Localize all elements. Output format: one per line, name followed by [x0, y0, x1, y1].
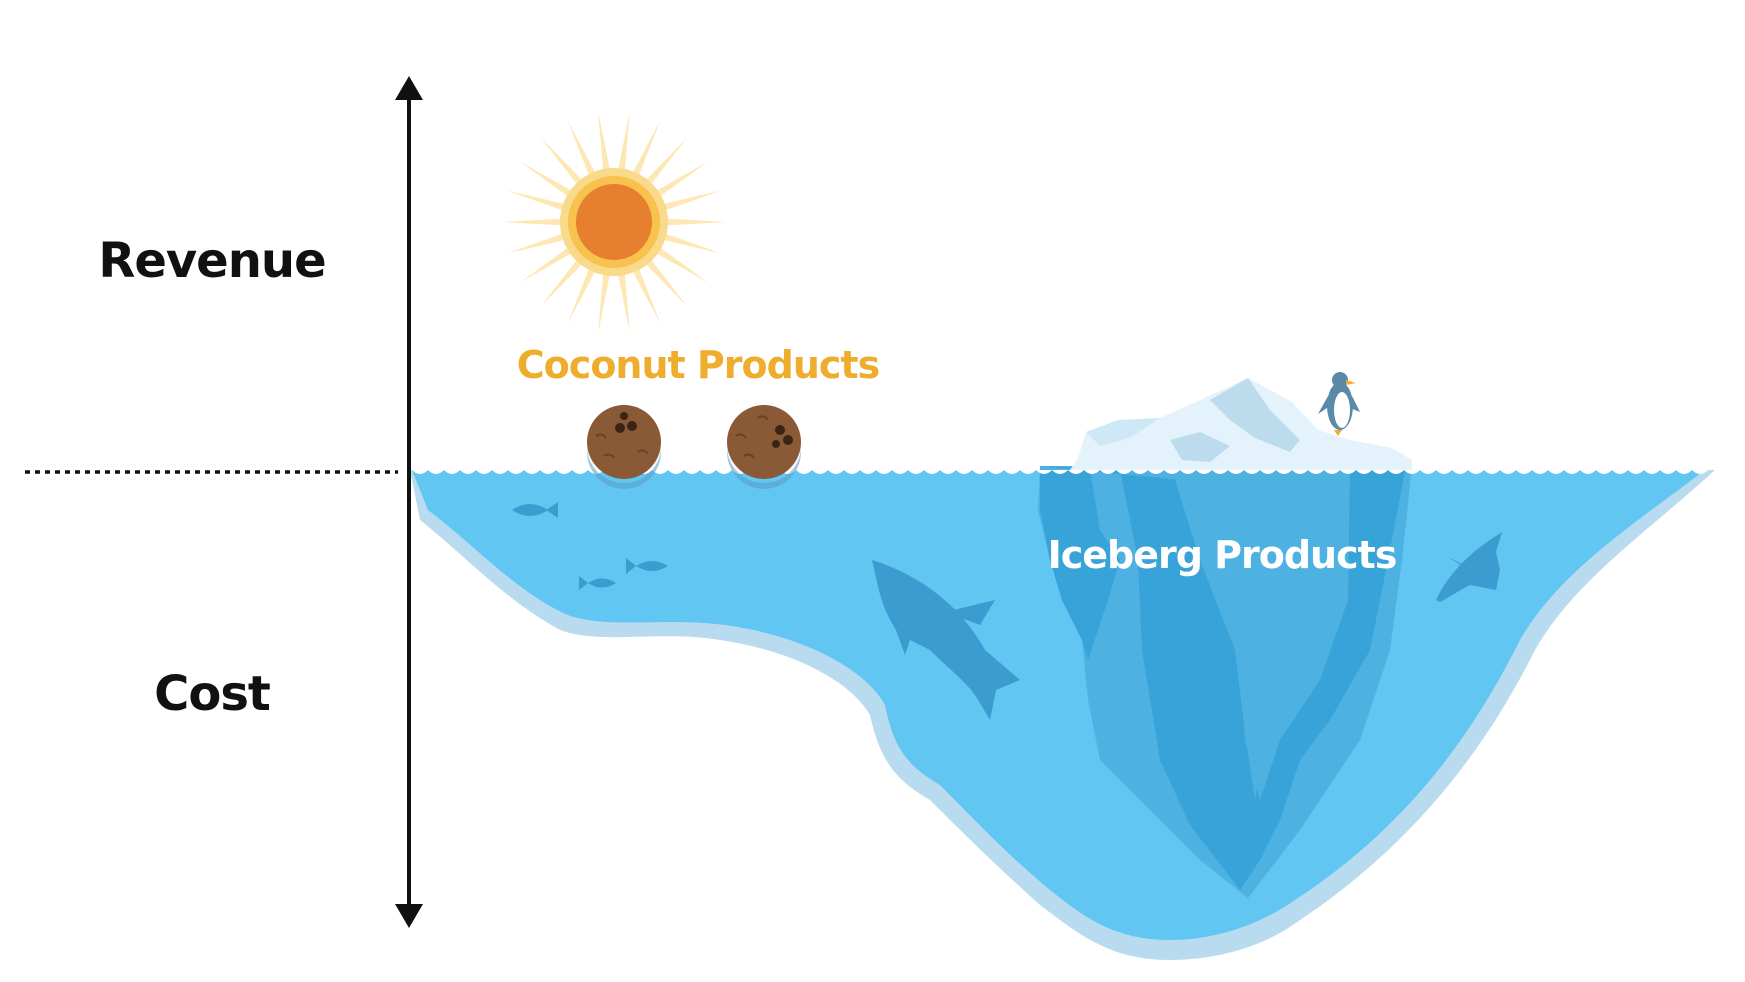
coconut-products-label: Coconut Products [517, 343, 879, 387]
sun-ray [631, 120, 661, 179]
sun-ray [519, 246, 574, 283]
sun-icon [502, 111, 726, 333]
sun-ray [506, 232, 568, 254]
sun-ray [617, 111, 630, 174]
arrow-down-icon [395, 904, 423, 928]
iceberg-products-label: Iceberg Products [1048, 533, 1397, 577]
swimming-penguin-icon [1436, 532, 1502, 602]
sun-ray [506, 190, 568, 212]
sun-ray [660, 232, 722, 254]
cost-label: Cost [154, 666, 270, 722]
revenue-label: Revenue [98, 233, 325, 289]
fish-icon [626, 558, 668, 574]
sun-ray [663, 218, 726, 226]
shark-icon [872, 560, 1020, 720]
sun-ray [519, 161, 574, 198]
sun-ray [540, 257, 584, 307]
arrow-up-icon [395, 76, 423, 100]
fish-icon [579, 576, 616, 590]
sun-ray [567, 265, 597, 324]
sun-ray [617, 270, 630, 333]
fish-icon [512, 502, 558, 518]
sun-ray [654, 161, 709, 198]
sun-ray [567, 120, 597, 179]
sun-ray [631, 265, 661, 324]
coconut-icon [587, 405, 661, 489]
sun-ray [598, 111, 611, 174]
coconut-icon [727, 405, 801, 489]
penguin-icon [1318, 372, 1360, 436]
sun-ray [598, 270, 611, 333]
sun-ray [654, 246, 709, 283]
sun-ray [540, 137, 584, 187]
revenue-cost-axis [395, 76, 423, 928]
iceberg-tip [1070, 378, 1412, 470]
iceberg-underwater [1038, 466, 1412, 898]
sun-ray [660, 190, 722, 212]
sun-ray [644, 137, 688, 187]
sun-ray [644, 257, 688, 307]
sun-ray [502, 218, 565, 226]
